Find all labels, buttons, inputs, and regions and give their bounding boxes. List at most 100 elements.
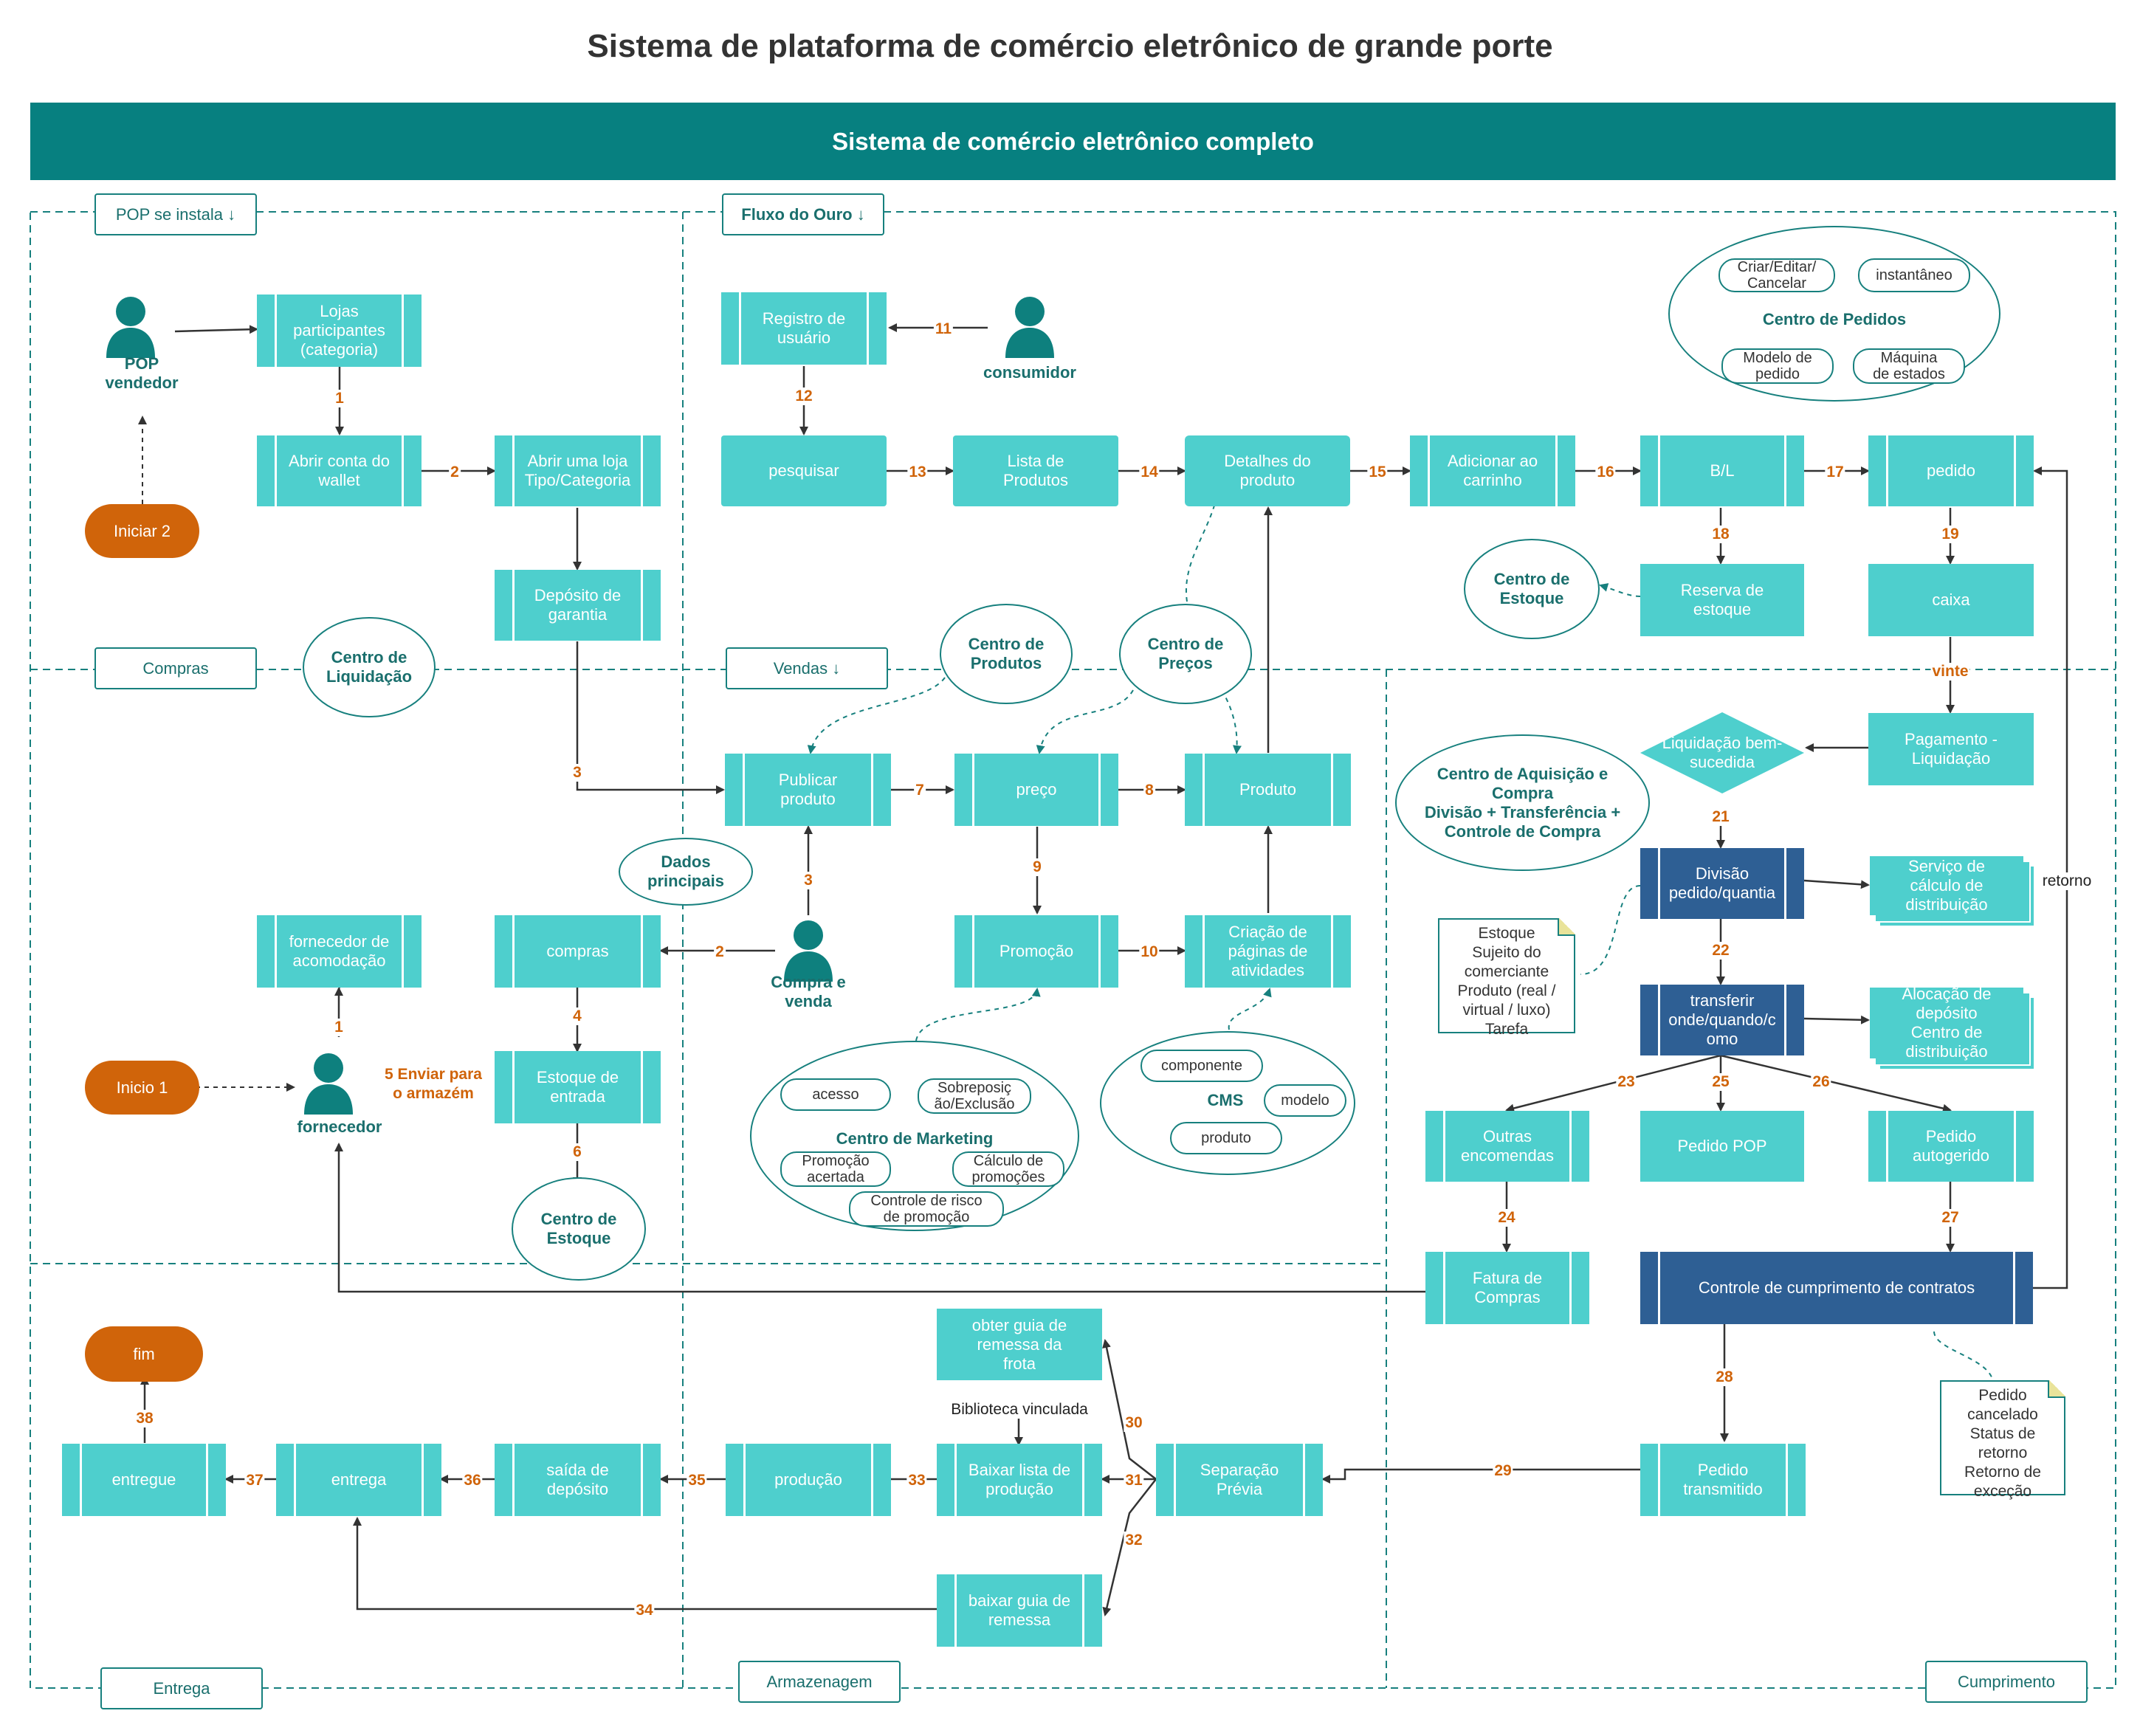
- centro-aquisicao-ellipse: Centro de Aquisição e Compra Divisão + T…: [1395, 734, 1650, 871]
- entrega-box: entrega: [276, 1444, 441, 1516]
- person-icon: [784, 920, 833, 982]
- caixa-box: caixa: [1868, 564, 2034, 636]
- promocao-acertada-pill: Promoção acertada: [780, 1151, 891, 1187]
- section-vendas: Vendas ↓: [726, 647, 888, 689]
- fornecedor-acomodacao-box: fornecedor de acomodação: [257, 915, 422, 988]
- consumidor-label: consumidor: [983, 363, 1076, 382]
- estoque-note: Estoque Sujeito do comerciante Produto (…: [1438, 918, 1575, 1038]
- step-number: 23: [1616, 1073, 1637, 1091]
- step-number: 25: [1710, 1073, 1731, 1091]
- step-number: 38: [134, 1410, 155, 1427]
- calculo-promocoes-pill: Cálculo de promoções: [952, 1151, 1064, 1187]
- centro-precos-ellipse: Centro de Preços: [1119, 604, 1252, 704]
- dados-principais-ellipse: Dados principais: [619, 838, 753, 906]
- carrinho-box: Adicionar ao carrinho: [1410, 435, 1575, 506]
- step-number: 18: [1710, 526, 1731, 543]
- section-compras: Compras: [94, 647, 257, 689]
- step-number: 26: [1811, 1073, 1831, 1091]
- preco-box: preço: [954, 754, 1118, 826]
- acesso-pill: acesso: [780, 1078, 891, 1111]
- transferir-box: transferir onde/quando/c omo: [1640, 985, 1804, 1055]
- abrir-loja-box: Abrir uma loja Tipo/Categoria: [495, 435, 661, 506]
- vinte-label: vinte: [1930, 663, 1970, 681]
- step-number: 36: [462, 1472, 483, 1489]
- pagamento-box: Pagamento - Liquidação: [1868, 713, 2034, 785]
- servico-box: Serviço de cálculo de distribuição: [1870, 856, 2023, 915]
- step-number: 19: [1940, 526, 1961, 543]
- pedido-cancelado-note: Pedido cancelado Status de retorno Retor…: [1940, 1380, 2065, 1500]
- lista-produtos-box: Lista de Produtos: [953, 435, 1118, 506]
- lojas-box: Lojas participantes (categoria): [257, 294, 422, 367]
- step-number: 21: [1710, 808, 1731, 826]
- step-number: 14: [1139, 464, 1160, 481]
- cms-title: CMS: [1207, 1091, 1244, 1109]
- section-armazenagem: Armazenagem: [738, 1661, 901, 1703]
- componente-pill: componente: [1140, 1050, 1263, 1082]
- compras-box: compras: [495, 915, 661, 988]
- step-number: 2: [449, 464, 461, 481]
- step-number: 1: [333, 1019, 345, 1036]
- step-number: 29: [1493, 1462, 1513, 1480]
- entregue-box: entregue: [62, 1444, 226, 1516]
- divisao-box: Divisão pedido/quantia: [1640, 848, 1804, 919]
- step-number: 33: [906, 1472, 927, 1489]
- maquina-estados-pill: Máquina de estados: [1853, 348, 1965, 384]
- step-number: 37: [244, 1472, 265, 1489]
- saida-box: saída de depósito: [495, 1444, 661, 1516]
- section-cumprimento: Cumprimento: [1925, 1661, 2088, 1703]
- controle-box: Controle de cumprimento de contratos: [1640, 1252, 2033, 1324]
- centro-liquidacao-ellipse: Centro de Liquidação: [303, 617, 436, 717]
- instantaneo-pill: instantâneo: [1858, 258, 1970, 292]
- fornecedor-label: fornecedor: [297, 1117, 382, 1136]
- person-icon: [106, 297, 155, 358]
- baixar-guia-box: baixar guia de remessa: [937, 1574, 1102, 1647]
- modelo-pedido-pill: Modelo de pedido: [1721, 348, 1834, 384]
- terminal-fim: fim: [85, 1326, 203, 1382]
- step-number: 11: [933, 320, 954, 338]
- lane-borders: [30, 211, 2116, 1689]
- person-icon: [1005, 297, 1054, 358]
- bl-box: B/L: [1640, 435, 1804, 506]
- person-icon: [304, 1053, 353, 1115]
- publicar-box: Publicar produto: [725, 754, 891, 826]
- step-number: 8: [1143, 782, 1155, 799]
- biblioteca-label: Biblioteca vinculada: [949, 1401, 1090, 1419]
- obter-guia-box: obter guia de remessa da frota: [937, 1309, 1102, 1380]
- step-number: 13: [907, 464, 928, 481]
- decision-diamond: [1640, 712, 1804, 793]
- centro-produtos-ellipse: Centro de Produtos: [940, 604, 1073, 704]
- separacao-box: Separação Prévia: [1156, 1444, 1323, 1516]
- terminal-inicio1: Inicio 1: [85, 1061, 199, 1115]
- produto-box: Produto: [1185, 754, 1351, 826]
- criar-editar-pill: Criar/Editar/ Cancelar: [1718, 258, 1835, 292]
- enviar-label: 5 Enviar para o armazém: [385, 1066, 482, 1102]
- baixar-lista-box: Baixar lista de produção: [937, 1444, 1102, 1516]
- banner: Sistema de comércio eletrônico completo: [30, 103, 2116, 180]
- centro-estoque-ellipse: Centro de Estoque: [1464, 539, 1600, 639]
- pesquisar-box: pesquisar: [721, 435, 887, 506]
- step-number: 7: [914, 782, 926, 799]
- estoque-note-text: Estoque Sujeito do comerciante Produto (…: [1457, 925, 1556, 1038]
- diamond-label: Liquidação bem- sucedida: [1662, 734, 1783, 771]
- pedido-transmitido-box: Pedido transmitido: [1640, 1444, 1806, 1516]
- section-fluxo-ouro: Fluxo do Ouro ↓: [722, 193, 884, 235]
- pedido-pop-box: Pedido POP: [1640, 1111, 1804, 1182]
- step-number: 34: [634, 1602, 655, 1619]
- centro-pedidos-title: Centro de Pedidos: [1762, 310, 1907, 328]
- step-number: 3: [571, 764, 583, 782]
- step-number: 16: [1595, 464, 1616, 481]
- pop-vendedor-label: POP vendedor: [105, 354, 179, 392]
- estoque-entrada-box: Estoque de entrada: [495, 1051, 661, 1123]
- step-number: 28: [1714, 1368, 1735, 1386]
- note-fold-icon: [1558, 918, 1575, 936]
- pedido-box: pedido: [1868, 435, 2034, 506]
- step-number: 3: [802, 872, 814, 889]
- terminal-iniciar2: Iniciar 2: [85, 504, 199, 558]
- modelo-pill: modelo: [1264, 1084, 1346, 1117]
- step-number: 4: [571, 1008, 583, 1025]
- detalhes-box: Detalhes do produto: [1185, 435, 1350, 506]
- section-pop: POP se instala ↓: [94, 193, 257, 235]
- step-number: 9: [1031, 858, 1043, 876]
- step-number: 31: [1124, 1472, 1144, 1489]
